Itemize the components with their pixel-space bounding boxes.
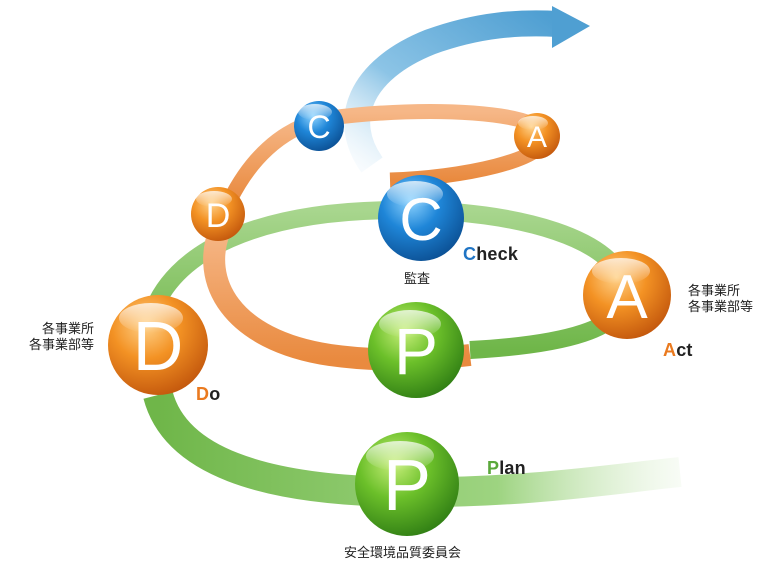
svg-text:A: A [606,263,648,332]
act-role: 各事業所 各事業部等 [688,284,753,316]
check-ball-small: C [294,101,344,151]
plan-initial: P [487,458,500,478]
check-word: Check [463,244,518,265]
svg-text:C: C [307,109,330,145]
do-ball-large: D [108,295,208,395]
svg-text:P: P [394,314,438,388]
upward-arrow [344,6,590,173]
act-rest: ct [676,340,693,360]
do-ball-small: D [191,187,245,241]
act-ball-small: A [514,113,560,159]
act-initial: A [663,340,677,360]
act-role-line1: 各事業所 [688,284,741,299]
do-role-line1: 各事業所 [41,322,94,337]
act-role-line2: 各事業部等 [688,300,754,315]
act-ball-large: A [583,251,671,339]
svg-text:C: C [399,186,442,253]
check-ball-large: C [378,175,464,261]
do-role: 各事業所 各事業部等 [10,322,94,354]
do-rest: o [209,384,221,404]
plan-ball-large: P [355,432,459,536]
plan-word: Plan [487,458,526,479]
svg-text:D: D [206,197,231,235]
check-initial: C [463,244,477,264]
plan-role: 安全環境品質委員会 [344,546,462,561]
svg-text:D: D [133,307,184,385]
svg-text:A: A [527,121,547,154]
do-initial: D [196,384,210,404]
act-word: Act [663,340,693,361]
do-word: Do [196,384,220,405]
svg-text:P: P [383,446,431,526]
do-role-line2: 各事業部等 [28,338,94,353]
plan-ball-middle: P [368,302,464,398]
check-rest: heck [476,244,519,264]
check-role: 監査 [404,272,431,287]
plan-rest: lan [499,458,526,478]
